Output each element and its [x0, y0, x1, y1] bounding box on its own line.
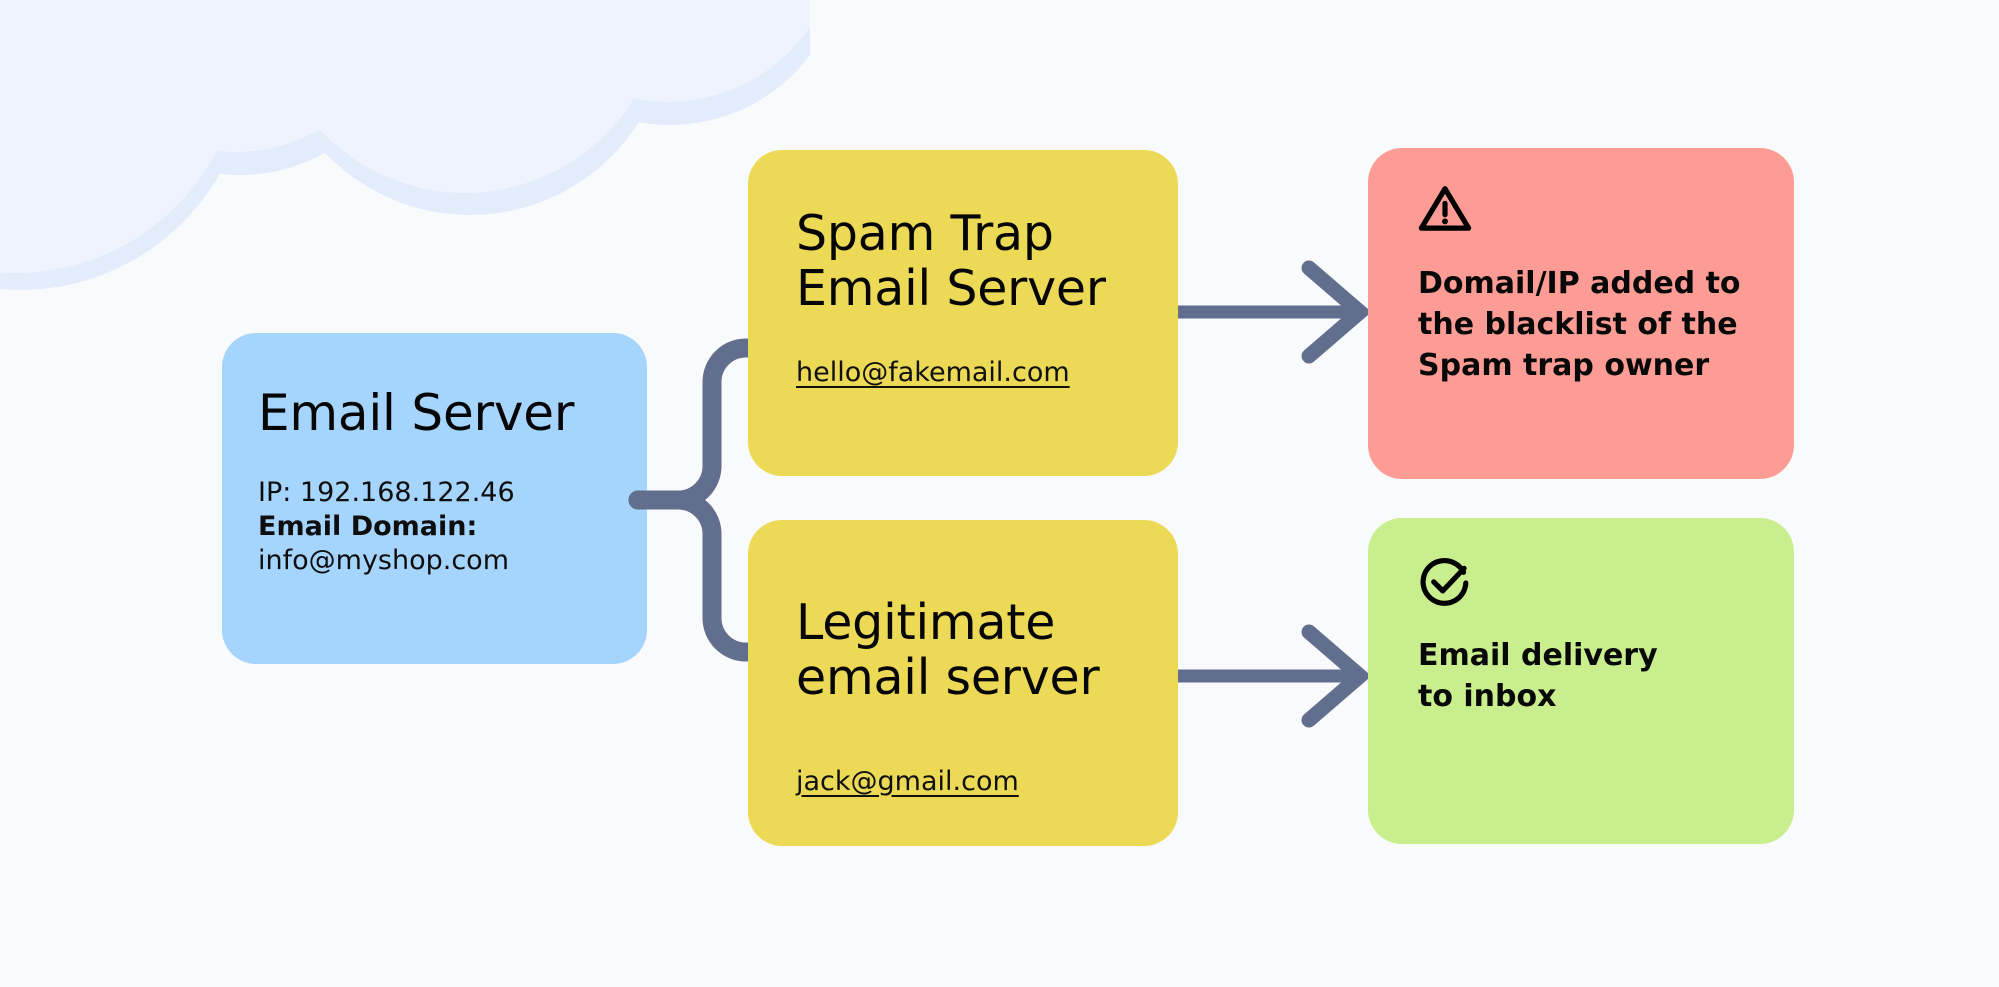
blacklist-text-line1: Domail/IP added to [1418, 266, 1741, 301]
arrow-spam-to-blacklist [1178, 260, 1372, 364]
node-legitimate-title-line2: email server [796, 649, 1100, 707]
detail-ip: IP: 192.168.122.46 [258, 476, 515, 508]
node-email-server-title: Email Server [258, 384, 575, 442]
blacklist-text-line3: Spam trap owner [1418, 347, 1710, 383]
node-inbox-delivery[interactable]: Email delivery to inbox [1368, 518, 1794, 844]
node-email-server[interactable]: Email Server IP: 192.168.122.46 Email Do… [222, 333, 647, 664]
inbox-text-line1: Email delivery [1418, 638, 1658, 673]
blacklist-text-line2: the blacklist of the [1418, 306, 1738, 342]
cloud-decoration-icon [0, 0, 810, 290]
warning-triangle-icon [1418, 186, 1472, 231]
node-spam-trap[interactable]: Spam Trap Email Server hello@fakemail.co… [748, 150, 1178, 476]
node-blacklist-text: Domail/IP added to the blacklist of the … [1418, 264, 1766, 386]
detail-domain-label: Email Domain: [258, 510, 478, 542]
check-circle-icon [1420, 557, 1469, 606]
node-email-server-details: IP: 192.168.122.46 Email Domain: info@my… [258, 476, 647, 578]
node-spam-trap-email[interactable]: hello@fakemail.com [796, 356, 1070, 388]
node-legitimate-title-line1: Legitimate [796, 594, 1056, 651]
node-inbox-text: Email delivery to inbox [1418, 636, 1766, 718]
detail-domain-value: info@myshop.com [258, 544, 510, 576]
node-spam-trap-title-line2: Email Server [796, 260, 1106, 318]
node-legitimate-title: Legitimate email server [796, 595, 1178, 706]
node-spam-trap-title: Spam Trap Email Server [796, 206, 1178, 317]
arrow-legitimate-to-inbox [1178, 624, 1372, 728]
node-legitimate-email[interactable]: jack@gmail.com [796, 765, 1019, 797]
inbox-text-line2: to inbox [1418, 678, 1557, 714]
node-legitimate-server[interactable]: Legitimate email server jack@gmail.com [748, 520, 1178, 846]
node-blacklist[interactable]: Domail/IP added to the blacklist of the … [1368, 148, 1794, 479]
node-spam-trap-title-line1: Spam Trap [796, 205, 1054, 262]
